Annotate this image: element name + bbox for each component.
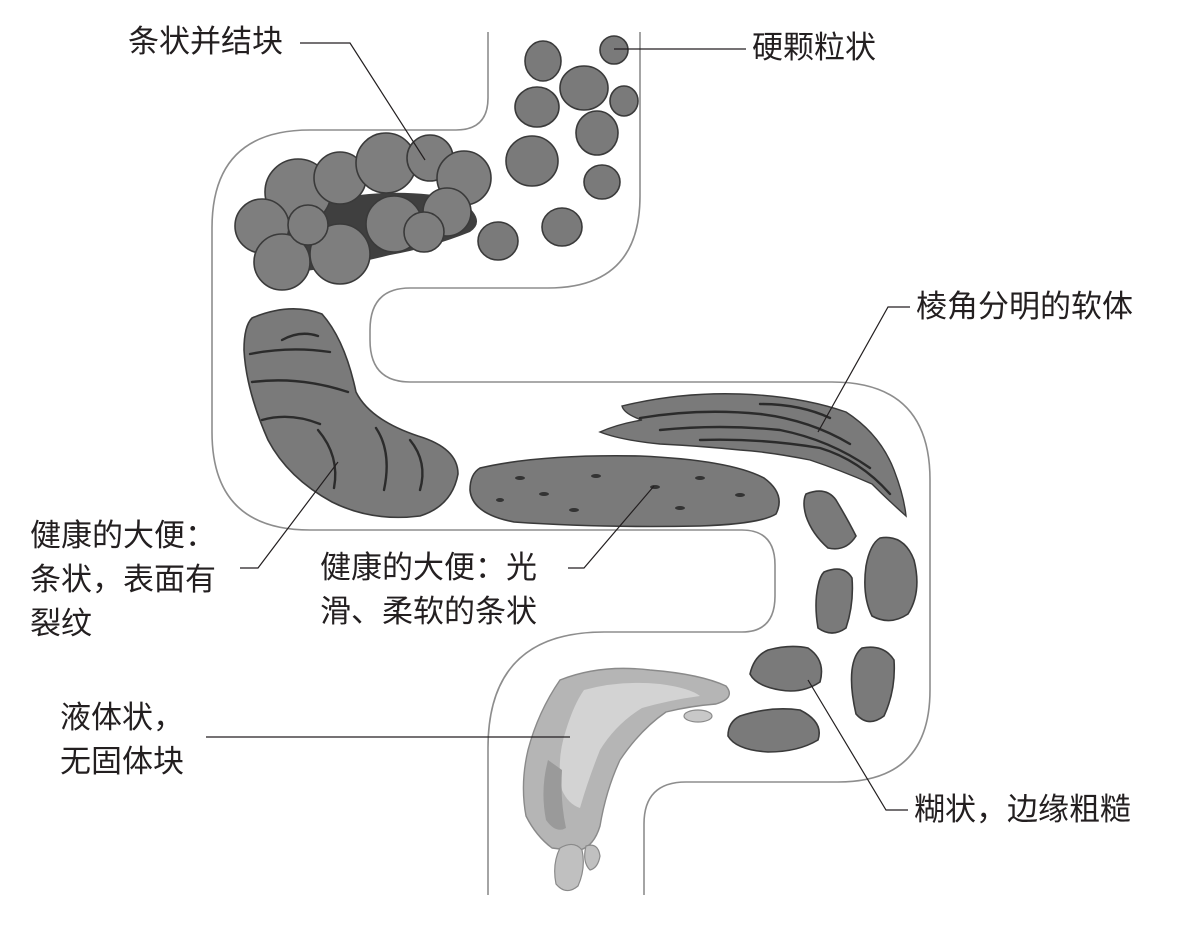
cracked-sausage-stool — [243, 308, 459, 519]
label-hard-pellets: 硬颗粒状 — [752, 30, 876, 66]
label-liquid: 液体状， 无固体块 — [60, 700, 184, 780]
label-healthy-smooth: 健康的大便：光 滑、柔软的条状 — [320, 550, 537, 630]
label-mushy: 糊状，边缘粗糙 — [914, 792, 1131, 828]
leader-lines — [206, 42, 910, 811]
label-sausage-lumpy: 条状并结块 — [128, 24, 283, 60]
smooth-sausage-stool — [469, 454, 780, 528]
soft-fluffy-stool — [598, 393, 907, 518]
label-soft-blobs: 棱角分明的软体 — [916, 289, 1133, 325]
hard-pellet-stools — [477, 35, 639, 261]
mushy-blob-stools — [727, 490, 918, 753]
lumpy-sausage-stool — [234, 132, 492, 291]
liquid-stool — [522, 667, 730, 892]
label-healthy-cracked: 健康的大便： 条状，表面有 裂纹 — [30, 518, 216, 642]
